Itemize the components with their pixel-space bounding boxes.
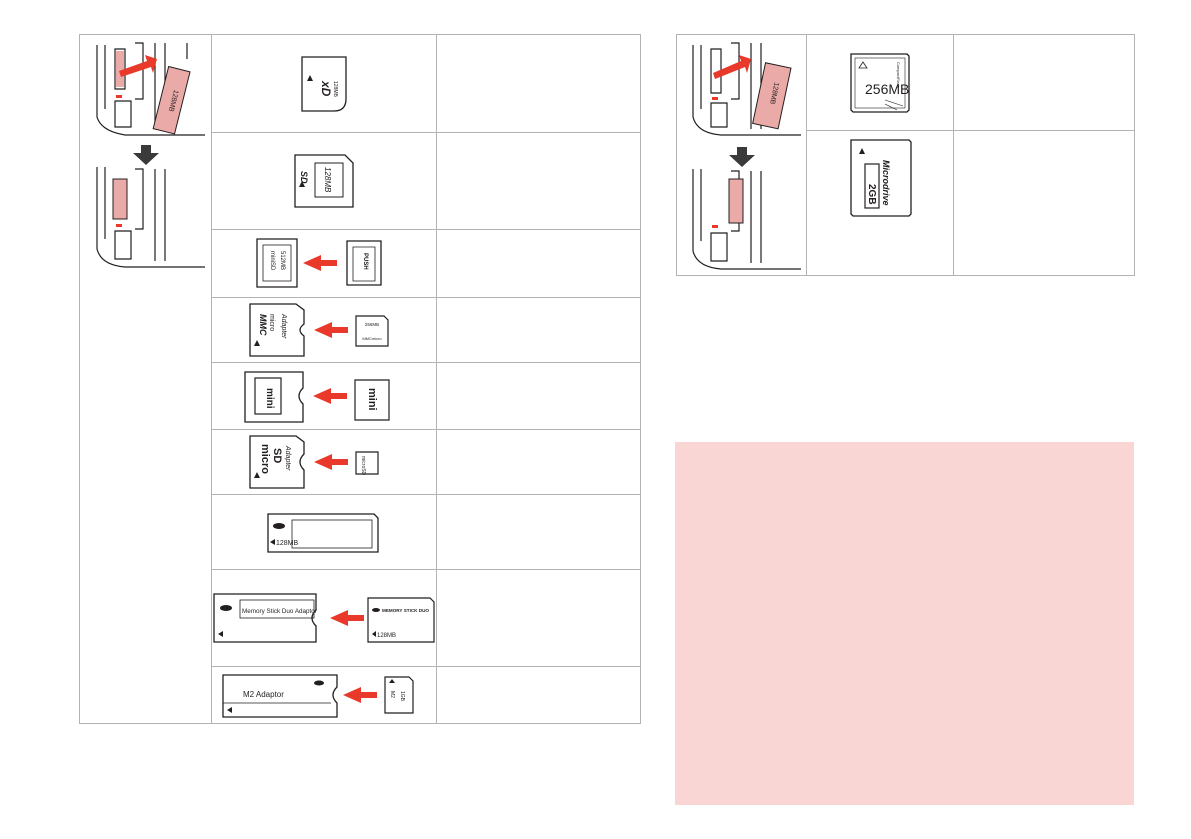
right-card-table: 128MB 256MB CompactFlash bbox=[676, 34, 1135, 276]
m2-adaptor-label: M2 Adaptor bbox=[243, 690, 284, 699]
sd-card-image: SD 128MB bbox=[212, 132, 436, 229]
md-brand: Microdrive bbox=[881, 160, 891, 206]
svg-text:mini: mini bbox=[366, 388, 378, 411]
note-box bbox=[675, 442, 1134, 805]
minisd-card-image: miniSD 512MB PUSH bbox=[212, 229, 436, 297]
micro-label: micro bbox=[259, 444, 271, 474]
xd-capacity: 128MB bbox=[332, 81, 338, 98]
ms-duo-adaptor-label: Memory Stick Duo Adaptor bbox=[242, 608, 317, 615]
svg-text:microSD: microSD bbox=[360, 456, 366, 476]
microsd-sd: SD bbox=[271, 448, 283, 463]
mmcmicro-adapter-image: MMC micro Adapter 256MB MMCmicro bbox=[212, 297, 436, 362]
left-card-table: 128MB xD 128MB bbox=[79, 34, 641, 724]
minisd-capacity: 512MB bbox=[279, 251, 285, 270]
mmc-adapter-label: Adapter bbox=[280, 313, 287, 339]
printer-slot-illustration-left: 128MB bbox=[95, 39, 205, 269]
m2-adaptor-image: M2 Adaptor M2 1GB bbox=[212, 666, 436, 724]
sd-capacity: 128MB bbox=[323, 167, 332, 193]
memory-stick-image: 128MB bbox=[212, 494, 436, 569]
svg-text:miniSD: miniSD bbox=[269, 251, 275, 271]
cf-brand: CompactFlash bbox=[896, 62, 901, 88]
sd-logo: SD bbox=[299, 171, 309, 184]
microsd-adapter-image: micro SD Adapter microSD bbox=[212, 429, 436, 494]
mmc-micro: micro bbox=[268, 314, 275, 331]
md-capacity: 2GB bbox=[866, 184, 877, 205]
printer-slot-illustration-right: 128MB bbox=[689, 39, 801, 271]
cf-capacity: 256MB bbox=[865, 81, 909, 97]
mini-label: mini bbox=[264, 388, 275, 409]
m2-capacity: 1GB bbox=[399, 691, 405, 702]
compactflash-card-image: 256MB CompactFlash bbox=[807, 35, 953, 130]
microdrive-card-image: 2GB Microdrive bbox=[807, 130, 953, 276]
memory-stick-duo-adapter-image: Memory Stick Duo Adaptor MEMORY STICK DU… bbox=[212, 569, 436, 666]
microsd-adapter-label: Adapter bbox=[284, 445, 291, 471]
svg-text:xD: xD bbox=[319, 80, 333, 97]
ms-duo-capacity: 128MB bbox=[377, 633, 396, 639]
mmc-size: 256MB bbox=[365, 322, 379, 327]
push-label: PUSH bbox=[362, 253, 368, 270]
ms-duo-label: MEMORY STICK DUO bbox=[382, 608, 429, 613]
ms-capacity: 128MB bbox=[276, 540, 299, 547]
m2-label: M2 bbox=[389, 691, 395, 698]
mini-adapter-image: mini mini bbox=[212, 362, 436, 429]
mmc-small: MMCmicro bbox=[362, 336, 382, 341]
svg-text:128MB: 128MB bbox=[768, 82, 780, 105]
xd-card-image: xD 128MB bbox=[212, 35, 436, 132]
mmc-brand: MMC bbox=[258, 314, 268, 336]
